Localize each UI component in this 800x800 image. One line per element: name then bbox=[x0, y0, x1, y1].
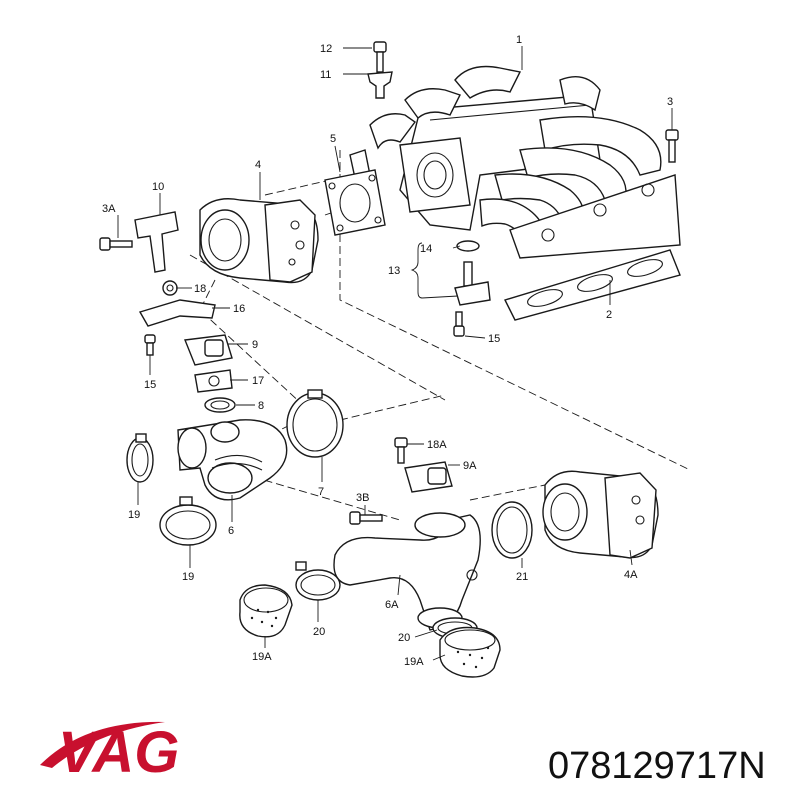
bracket-10 bbox=[134, 211, 179, 273]
label-9: 9 bbox=[252, 339, 258, 351]
leader-lines bbox=[117, 46, 673, 661]
gasket-17 bbox=[194, 369, 233, 393]
label-2: 2 bbox=[606, 309, 612, 321]
bolt-3B bbox=[349, 511, 383, 525]
bolt-12 bbox=[373, 41, 387, 73]
bolt-15-right bbox=[453, 311, 465, 337]
label-8: 8 bbox=[258, 400, 264, 412]
label-7: 7 bbox=[318, 486, 324, 498]
gasket-5 bbox=[324, 169, 386, 236]
filter-sleeve-19A-left bbox=[239, 584, 293, 638]
bracket-16 bbox=[138, 299, 216, 327]
label-19A-right: 19A bbox=[404, 656, 424, 668]
bolt-18A bbox=[394, 437, 408, 464]
label-10: 10 bbox=[152, 181, 164, 193]
label-17: 17 bbox=[252, 375, 264, 387]
nut-18 bbox=[162, 280, 178, 296]
label-20-right: 20 bbox=[398, 632, 410, 644]
bolt-15-left bbox=[144, 334, 156, 356]
label-3: 3 bbox=[667, 96, 673, 108]
hose-clamp-20-left bbox=[295, 561, 341, 601]
label-3A: 3A bbox=[102, 203, 116, 215]
label-5: 5 bbox=[330, 133, 336, 145]
intake-pipe-6 bbox=[177, 419, 288, 501]
intake-pipe-6A bbox=[333, 512, 481, 631]
sensor-13 bbox=[454, 261, 491, 306]
filter-sleeve-19A-right bbox=[439, 626, 501, 678]
sensor-9 bbox=[184, 334, 233, 366]
label-19A-left: 19A bbox=[252, 651, 272, 663]
label-6: 6 bbox=[228, 525, 234, 537]
bolt-3A bbox=[99, 237, 133, 251]
label-13: 13 bbox=[388, 265, 400, 277]
logo-text: VAG bbox=[58, 720, 179, 785]
o-ring-21 bbox=[491, 501, 533, 559]
o-ring-8 bbox=[204, 397, 236, 413]
label-18A: 18A bbox=[427, 439, 447, 451]
throttle-body-4A bbox=[542, 470, 659, 559]
label-11: 11 bbox=[320, 69, 331, 81]
label-15-left: 15 bbox=[144, 379, 156, 391]
hose-clamp-19-lower bbox=[159, 496, 217, 546]
label-4A: 4A bbox=[624, 569, 638, 581]
manifold-gasket bbox=[504, 249, 681, 321]
label-9A: 9A bbox=[463, 460, 477, 472]
o-ring-14 bbox=[456, 240, 480, 252]
sensor-9A bbox=[404, 461, 453, 493]
label-6A: 6A bbox=[385, 599, 399, 611]
sensor-assembly-13 bbox=[410, 242, 423, 299]
label-21: 21 bbox=[516, 571, 528, 583]
hose-clamp-7 bbox=[286, 389, 344, 458]
label-19-lower: 19 bbox=[182, 571, 194, 583]
label-14: 14 bbox=[420, 243, 432, 255]
intake-manifold bbox=[349, 65, 681, 259]
label-12: 12 bbox=[320, 43, 332, 55]
label-4: 4 bbox=[255, 159, 261, 171]
label-19-upper: 19 bbox=[128, 509, 140, 521]
throttle-body-4 bbox=[199, 198, 319, 284]
bracket-11 bbox=[367, 71, 393, 99]
vag-logo: VAG bbox=[40, 720, 179, 785]
callout-labels: 1 12 11 3 5 4 10 3A 14 13 18 16 2 15 9 1… bbox=[102, 34, 673, 668]
label-1: 1 bbox=[516, 34, 522, 46]
label-18: 18 bbox=[194, 283, 206, 295]
part-number: 078129717N bbox=[548, 745, 766, 787]
logo-swoosh bbox=[40, 721, 165, 768]
hose-clamp-19-upper bbox=[126, 433, 154, 483]
label-3B: 3B bbox=[356, 492, 369, 504]
label-16: 16 bbox=[233, 303, 245, 315]
label-15-right: 15 bbox=[488, 333, 500, 345]
bolt-3 bbox=[665, 129, 679, 163]
label-20-left: 20 bbox=[313, 626, 325, 638]
